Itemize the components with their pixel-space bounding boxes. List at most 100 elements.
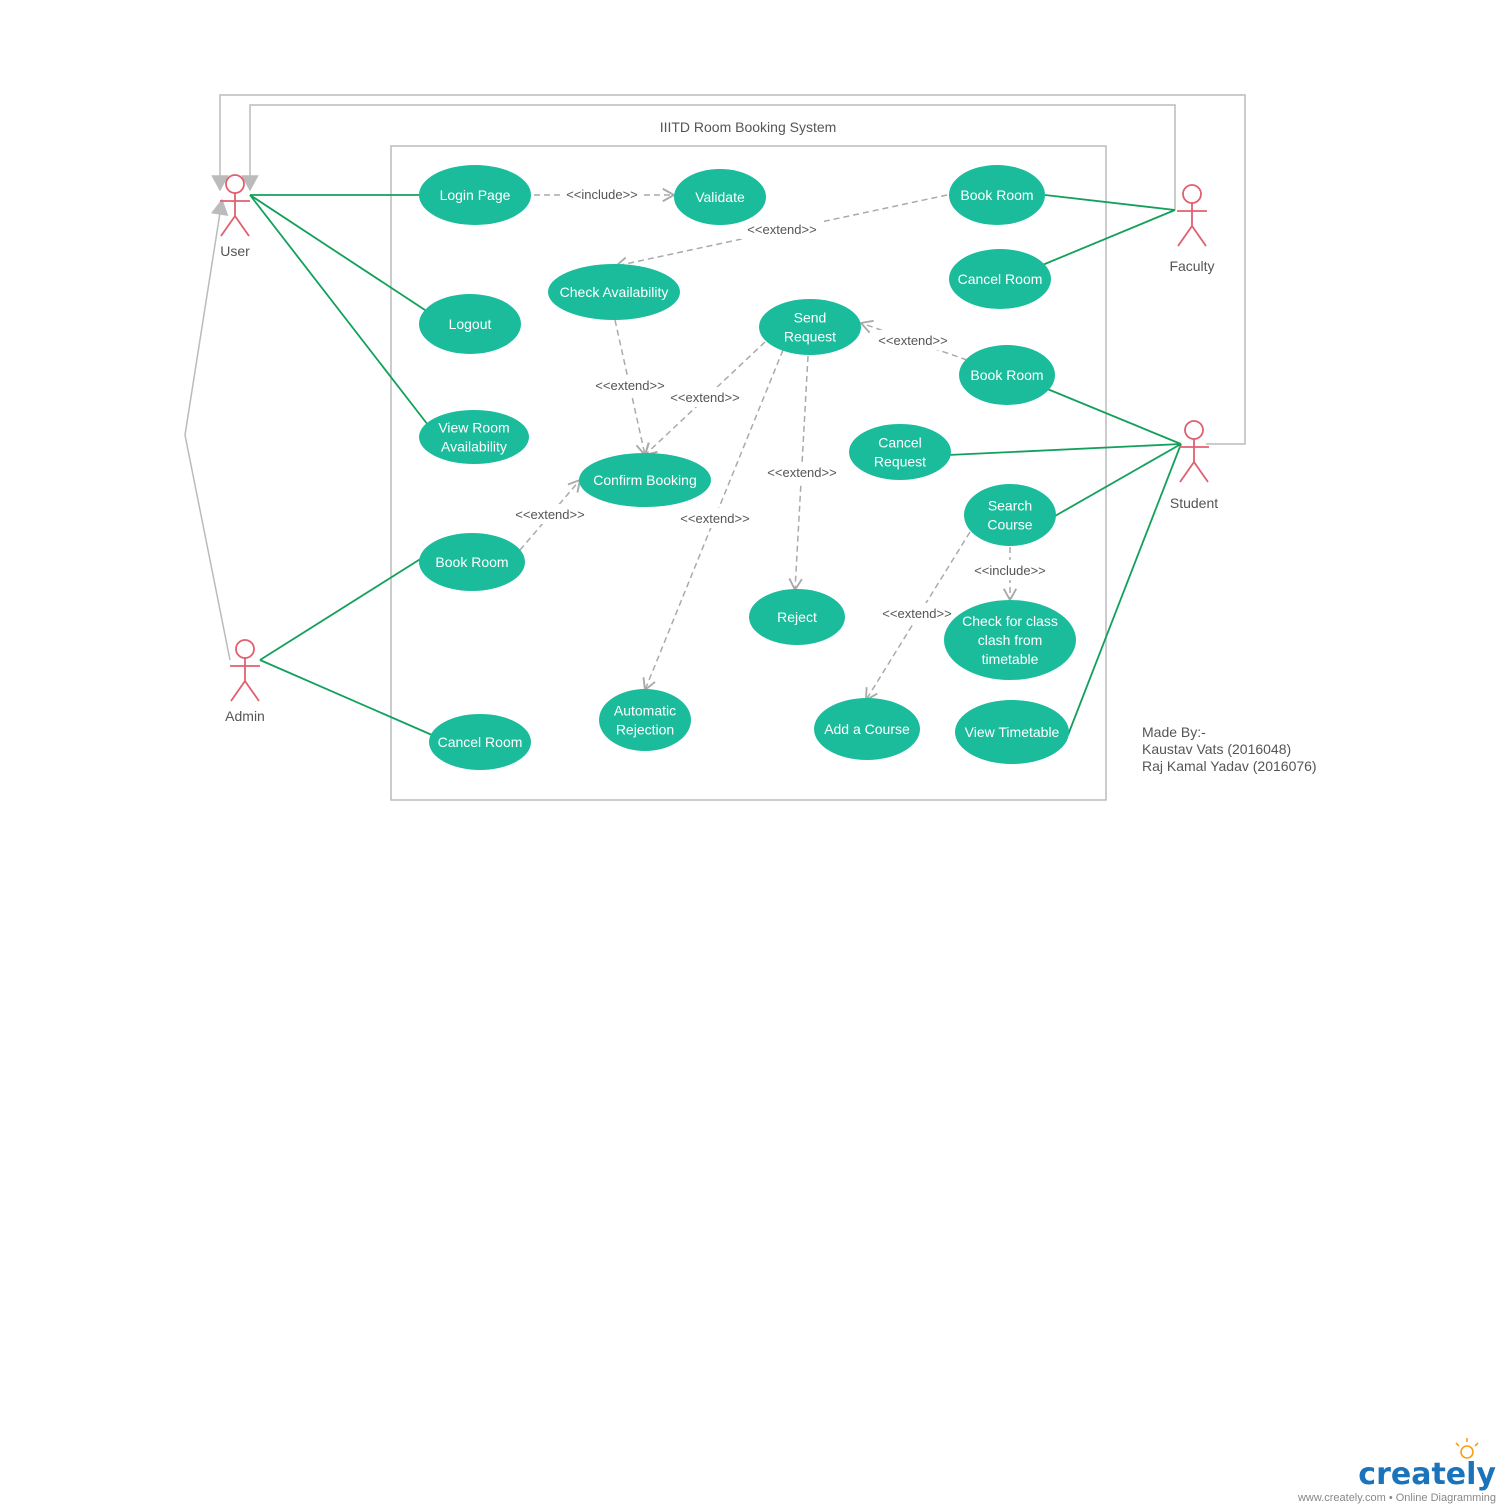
- use-case-check-clash[interactable]: Check for class clash from timetable: [944, 600, 1076, 680]
- credits-line-1: Made By:-: [1142, 724, 1206, 740]
- label-extend-checkavail-confirm: <<extend>>: [595, 378, 664, 393]
- actor-head: [1184, 420, 1204, 440]
- use-case-shape[interactable]: [964, 484, 1056, 546]
- use-case-confirm-booking[interactable]: Confirm Booking: [579, 453, 711, 507]
- actor-right-leg: [244, 680, 260, 702]
- actor-head: [225, 174, 245, 194]
- use-case-validate[interactable]: Validate: [674, 169, 766, 225]
- use-case-shape[interactable]: [419, 410, 529, 464]
- actor-admin[interactable]: Admin: [225, 639, 265, 724]
- use-case-label: Logout: [449, 316, 492, 332]
- use-case-label: Book Room: [970, 367, 1043, 383]
- use-case-label: Confirm Booking: [593, 472, 697, 488]
- use-case-view-timetable[interactable]: View Timetable: [955, 700, 1069, 764]
- use-case-reject[interactable]: Reject: [749, 589, 845, 645]
- use-case-label: timetable: [982, 651, 1039, 667]
- assoc-user-logout: [249, 194, 429, 313]
- actor-left-leg: [220, 215, 236, 237]
- use-case-label: Availability: [441, 439, 507, 455]
- actor-label: Faculty: [1169, 258, 1214, 274]
- use-case-shape[interactable]: [949, 165, 1045, 225]
- assoc-student-search: [1054, 443, 1182, 517]
- relationship-labels: <<include>> <<extend>> <<extend>> <<exte…: [509, 184, 1052, 623]
- label-extend-admin-confirm: <<extend>>: [515, 507, 584, 522]
- assoc-admin-cancelroom: [259, 659, 433, 736]
- use-case-label: Add a Course: [824, 721, 910, 737]
- actor-student[interactable]: Student: [1170, 420, 1218, 511]
- use-case-shape[interactable]: [548, 264, 680, 320]
- label-extend-sendrequest-reject: <<extend>>: [767, 465, 836, 480]
- use-case-shape[interactable]: [579, 453, 711, 507]
- assoc-student-bookroom: [1044, 387, 1182, 445]
- credits-line-2: Kaustav Vats (2016048): [1142, 741, 1291, 757]
- use-case-label: Book Room: [435, 554, 508, 570]
- use-case-shape[interactable]: [955, 700, 1069, 764]
- use-case-shape[interactable]: [944, 600, 1076, 680]
- actor-user[interactable]: User: [220, 174, 250, 259]
- use-case-logout[interactable]: Logout: [419, 294, 521, 354]
- use-case-shape[interactable]: [419, 165, 531, 225]
- label-extend-bookroom-checkavail: <<extend>>: [747, 222, 816, 237]
- use-case-shape[interactable]: [959, 345, 1055, 405]
- credits-line-3: Raj Kamal Yadav (2016076): [1142, 758, 1317, 774]
- dep-checkavail-confirm: [614, 319, 650, 457]
- dep-sendrequest-reject: [788, 355, 809, 592]
- lightbulb-icon: [1455, 1438, 1479, 1459]
- use-case-label: Course: [987, 517, 1032, 533]
- label-extend-sendrequest-autoreject: <<extend>>: [680, 511, 749, 526]
- generalization-student-user: [211, 94, 1246, 445]
- use-case-label: Send: [794, 310, 827, 326]
- use-case-label: Login Page: [440, 187, 511, 203]
- use-case-label: Request: [784, 329, 836, 345]
- use-case-book-room-student[interactable]: Book Room: [959, 345, 1055, 405]
- label-extend-student-sendrequest: <<extend>>: [878, 333, 947, 348]
- actor-label: Student: [1170, 495, 1218, 511]
- use-case-label: Rejection: [616, 722, 674, 738]
- use-case-label: Automatic: [614, 703, 676, 719]
- use-case-shape[interactable]: [429, 714, 531, 770]
- use-case-cancel-room-faculty[interactable]: Cancel Room: [949, 249, 1051, 309]
- use-case-shape[interactable]: [814, 698, 920, 760]
- assoc-student-timetable: [1067, 443, 1182, 736]
- dep-student-sendrequest: [859, 319, 968, 361]
- use-case-label: Book Room: [960, 187, 1033, 203]
- use-case-label: Request: [874, 454, 926, 470]
- use-case-shape[interactable]: [674, 169, 766, 225]
- use-case-add-course[interactable]: Add a Course: [814, 698, 920, 760]
- use-case-book-room-admin[interactable]: Book Room: [419, 533, 525, 591]
- use-case-shape[interactable]: [419, 294, 521, 354]
- actor-head: [1182, 184, 1202, 204]
- creately-logo: creately: [1358, 1457, 1496, 1492]
- use-case-login-page[interactable]: Login Page: [419, 165, 531, 225]
- credits: Made By:- Kaustav Vats (2016048) Raj Kam…: [1142, 724, 1317, 774]
- generalizations: [184, 94, 1246, 661]
- label-extend-search-addcourse: <<extend>>: [882, 606, 951, 621]
- actor-label: User: [220, 243, 250, 259]
- use-case-cancel-room-admin[interactable]: Cancel Room: [429, 714, 531, 770]
- use-case-shape[interactable]: [419, 533, 525, 591]
- use-case-shape[interactable]: [599, 689, 691, 751]
- use-case-label: Reject: [777, 609, 817, 625]
- actor-faculty[interactable]: Faculty: [1169, 184, 1215, 274]
- label-include-search-clash: <<include>>: [974, 563, 1046, 578]
- use-case-book-room-faculty[interactable]: Book Room: [949, 165, 1045, 225]
- use-case-shape[interactable]: [759, 299, 861, 355]
- actor-right-leg: [1193, 461, 1209, 483]
- dep-bookroom-checkavail: [614, 194, 948, 271]
- use-case-label: Check Availability: [560, 284, 669, 300]
- use-case-label: clash from: [978, 632, 1043, 648]
- use-case-shape[interactable]: [749, 589, 845, 645]
- use-case-check-availability[interactable]: Check Availability: [548, 264, 680, 320]
- use-case-shape[interactable]: [949, 249, 1051, 309]
- use-case-shape[interactable]: [849, 424, 951, 480]
- system-boundary: [390, 145, 1107, 801]
- use-case-label: Cancel: [878, 435, 922, 451]
- use-case-label: Check for class: [962, 613, 1058, 629]
